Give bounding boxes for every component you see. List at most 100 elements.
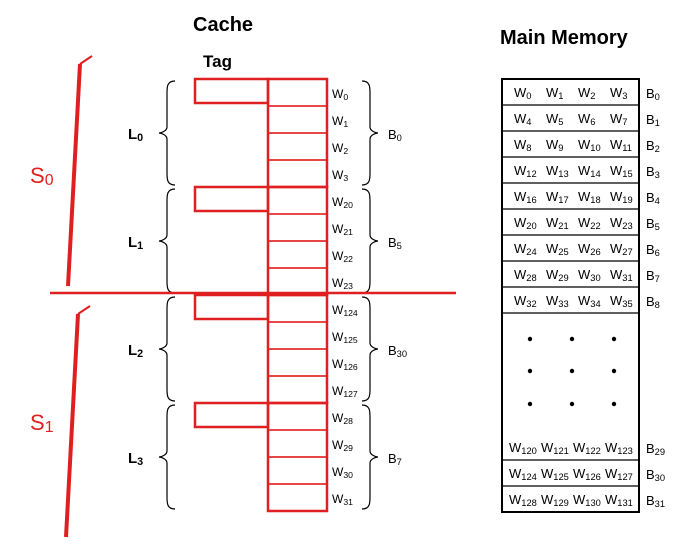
memory-word: W24 (514, 241, 537, 257)
cache-block-label: B5 (388, 235, 402, 251)
memory-word: W34 (578, 293, 601, 309)
memory-block-label: B6 (646, 242, 660, 258)
memory-word: W15 (610, 163, 633, 179)
memory-word: W128 (509, 492, 537, 508)
cache-word-cell (267, 456, 328, 485)
memory-word: W11 (610, 137, 632, 153)
cache-word-label: W124 (332, 303, 358, 318)
cache-block-label: B30 (388, 343, 407, 359)
cache-word-label: W21 (332, 222, 353, 237)
cache-word-label: W1 (332, 114, 348, 129)
cache-word-cell (267, 159, 328, 188)
line-brace (158, 404, 176, 510)
cache-word-cell (267, 321, 328, 350)
ellipsis-dot (569, 336, 575, 342)
cache-word-cell (267, 186, 328, 215)
memory-word: W20 (514, 215, 537, 231)
cache-word-label: W3 (332, 168, 348, 183)
cache-word-cell (267, 267, 328, 296)
cache-word-label: W22 (332, 249, 353, 264)
memory-word: W7 (610, 111, 627, 127)
cache-word-label: W31 (332, 492, 353, 507)
memory-word: W19 (610, 189, 633, 205)
ellipsis-dot (611, 368, 617, 374)
cache-block-label: B7 (388, 451, 402, 467)
memory-word: W10 (578, 137, 601, 153)
memory-word: W12 (514, 163, 537, 179)
set-marker-tick (79, 55, 93, 65)
set-marker (64, 313, 80, 538)
memory-word: W3 (610, 85, 627, 101)
cache-word-label: W23 (332, 276, 353, 291)
block-brace (361, 404, 379, 510)
tag-box (193, 401, 270, 429)
block-brace (361, 80, 379, 186)
memory-block-label: B29 (646, 441, 665, 457)
memory-word: W13 (546, 163, 569, 179)
memory-word: W25 (546, 241, 569, 257)
memory-word: W9 (546, 137, 563, 153)
memory-word: W27 (610, 241, 633, 257)
memory-word: W123 (605, 440, 633, 456)
cache-word-cell (267, 78, 328, 107)
memory-block-label: B31 (646, 493, 665, 509)
cache-word-cell (267, 375, 328, 404)
memory-word: W4 (514, 111, 531, 127)
cache-line-frame (266, 401, 329, 513)
cache-word-cell (267, 402, 328, 431)
memory-word: W18 (578, 189, 601, 205)
tag-box (193, 77, 270, 105)
memory-word: W125 (541, 466, 569, 482)
memory-word: W22 (578, 215, 601, 231)
memory-word: W0 (514, 85, 531, 101)
memory-word: W23 (610, 215, 633, 231)
memory-word: W129 (541, 492, 569, 508)
set-marker (66, 63, 82, 287)
main-memory-title: Main Memory (500, 27, 629, 49)
cache-word-label: W28 (332, 411, 353, 426)
memory-block-label: B0 (646, 86, 660, 102)
memory-word: W124 (509, 466, 537, 482)
memory-block-label: B1 (646, 112, 660, 128)
ellipsis-dot (527, 401, 533, 407)
cache-word-cell (267, 213, 328, 242)
memory-block-label: B7 (646, 268, 660, 284)
memory-word: W26 (578, 241, 601, 257)
memory-word: W32 (514, 293, 537, 309)
block-brace (361, 188, 379, 294)
memory-block-label: B4 (646, 190, 660, 206)
cache-word-cell (267, 429, 328, 458)
cache-word-label: W29 (332, 438, 353, 453)
set-label: S0 (30, 163, 54, 189)
memory-word: W130 (573, 492, 601, 508)
set-marker-tick (77, 305, 91, 315)
cache-word-label: W126 (332, 357, 358, 372)
tag-header: Tag (203, 52, 232, 71)
line-label: L3 (128, 450, 143, 468)
memory-frame (501, 78, 640, 513)
memory-block-label: B3 (646, 164, 660, 180)
tag-box (193, 185, 270, 213)
memory-word: W8 (514, 137, 531, 153)
cache-word-label: W20 (332, 195, 353, 210)
memory-block-label: B30 (646, 467, 665, 483)
line-label: L2 (128, 342, 143, 360)
memory-block-label: B8 (646, 294, 660, 310)
memory-block-label: B5 (646, 216, 660, 232)
set-label: S1 (30, 410, 54, 436)
line-label: L0 (128, 126, 143, 144)
tag-box (193, 293, 270, 321)
ellipsis-dot (611, 336, 617, 342)
memory-word: W121 (541, 440, 569, 456)
memory-word: W122 (573, 440, 601, 456)
memory-word: W2 (578, 85, 595, 101)
block-brace (361, 296, 379, 402)
cache-word-cell (267, 132, 328, 161)
line-brace (158, 188, 176, 294)
cache-word-cell (267, 348, 328, 377)
memory-word: W14 (578, 163, 601, 179)
memory-word: W1 (546, 85, 563, 101)
cache-word-cell (267, 294, 328, 323)
cache-word-label: W125 (332, 330, 358, 345)
